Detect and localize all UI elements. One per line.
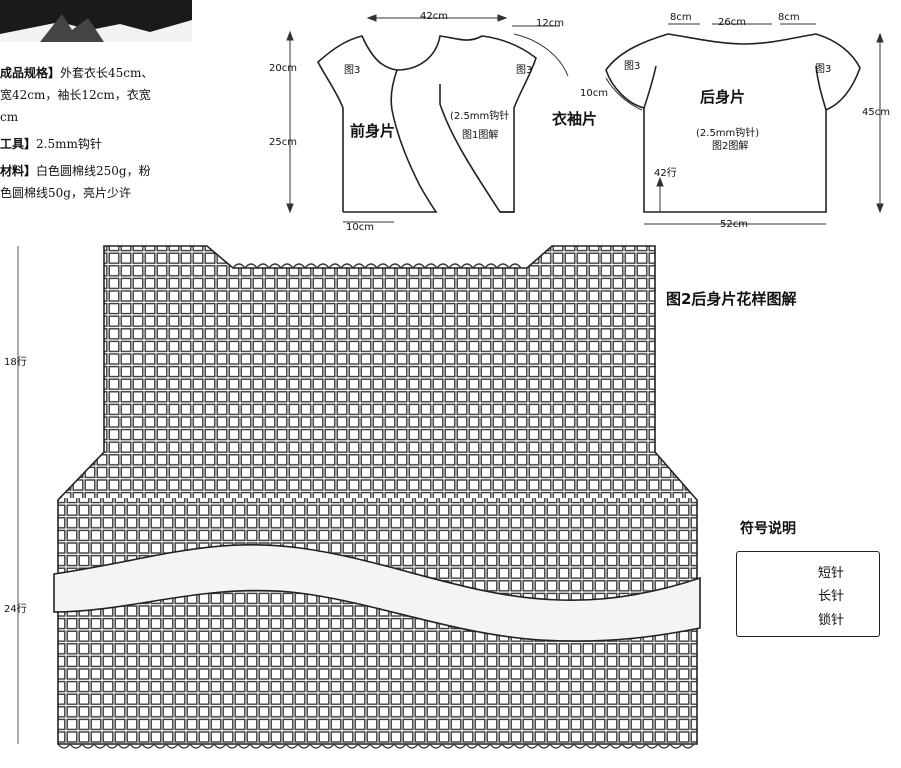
spec-tool-label: 工具】 [0, 137, 37, 151]
legend-item-chain: 锁针 [818, 613, 845, 628]
front-piece-label: 前身片 [350, 122, 396, 140]
front-dimension-lines [286, 14, 569, 223]
back-height: 45cm [862, 107, 890, 118]
back-piece-label: 后身片 [700, 88, 746, 106]
spec-tool-line: 工具】2.5mm钩针 [0, 133, 102, 155]
photo-fragment [0, 0, 192, 42]
spec-size-label: 成品规格】 [0, 66, 61, 80]
legend-item-sc: 短针 [818, 566, 845, 581]
front-fig-right: 图3 [516, 65, 533, 76]
sleeve-length: 12cm [536, 18, 564, 29]
back-neck-width: 26cm [718, 17, 746, 28]
spec-size-text-1: 外套衣长45cm、 [60, 66, 154, 80]
front-height-lower: 25cm [269, 137, 297, 148]
back-shoulder-left: 8cm [670, 12, 692, 23]
back-rows: 42行 [654, 168, 677, 179]
back-shoulder-right: 8cm [778, 12, 800, 23]
back-width: 52cm [720, 219, 748, 230]
legend-box [736, 551, 880, 637]
chart-rows-upper: 18行 [4, 357, 27, 368]
back-fig-right: 图3 [815, 64, 832, 75]
spec-size-text-2: 宽42cm，袖长12cm，衣宽 [0, 88, 151, 102]
front-width-top: 42cm [420, 11, 448, 22]
front-piece-outline [317, 35, 537, 213]
sleeve-piece-label: 衣袖片 [552, 110, 598, 128]
spec-size-line-1: 成品规格】外套衣长45cm、 [0, 62, 153, 84]
chart-caption: 图2后身片花样图解 [666, 290, 797, 308]
spec-material-label: 材料】 [0, 164, 37, 178]
spec-material-line: 材料】白色圆棉线250g，粉 [0, 160, 151, 182]
back-note-2: 图2图解 [712, 141, 749, 152]
legend-title: 符号说明 [740, 521, 796, 537]
spec-material-text-2: 色圆棉线50g，亮片少许 [0, 186, 131, 200]
front-fig-left: 图3 [344, 65, 361, 76]
neckline-edging [232, 263, 522, 270]
wave-band [53, 543, 701, 642]
front-height-upper: 20cm [269, 63, 297, 74]
spec-material-text-1: 白色圆棉线250g，粉 [36, 164, 151, 178]
sleeve-width: 10cm [580, 88, 608, 99]
back-note-1: (2.5mm钩针) [696, 128, 760, 139]
spec-tool-text: 2.5mm钩针 [36, 137, 102, 151]
front-bottom-width: 10cm [346, 222, 374, 233]
back-fig-left: 图3 [624, 61, 641, 72]
bottom-edging [57, 742, 695, 749]
stitch-chart [17, 245, 701, 749]
legend-item-dc: 长针 [818, 589, 845, 604]
back-dimension-lines [605, 23, 884, 225]
back-piece-outline [605, 33, 861, 213]
front-note-1: (2.5mm钩针 [450, 111, 510, 122]
chart-rows-lower: 24行 [4, 604, 27, 615]
front-note-2: 图1图解 [462, 130, 499, 141]
spec-size-text-3: cm [0, 110, 19, 124]
